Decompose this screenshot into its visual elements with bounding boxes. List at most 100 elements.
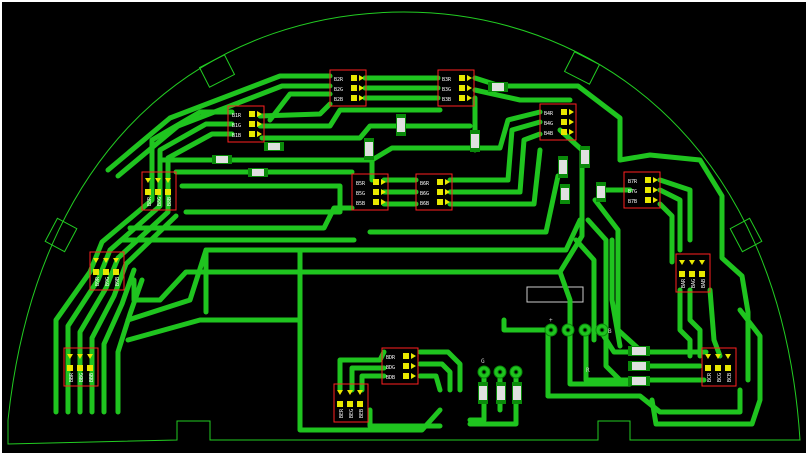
diode-icon xyxy=(467,85,472,91)
led-pad xyxy=(77,365,83,371)
led-outline xyxy=(437,69,475,107)
led-label: BCG xyxy=(717,373,723,382)
diode-icon xyxy=(569,129,574,135)
smd-resistor xyxy=(496,382,506,404)
led-label: B9R xyxy=(95,276,101,286)
led-pad xyxy=(351,85,357,91)
led-label: B3B xyxy=(442,97,451,103)
led-label: B9B xyxy=(115,277,121,286)
led-outline xyxy=(333,383,369,423)
led-label: B5R xyxy=(356,181,366,187)
led-label: BEG xyxy=(349,409,355,418)
led-groups: B1RB1GB1BB2RB2GB2BB3RB3GB3BB4RB4GB4BB5RB… xyxy=(63,69,737,423)
connector-mark-r: R xyxy=(586,367,590,374)
connector-mark-plus: + xyxy=(549,317,553,324)
led-label: B6B xyxy=(420,201,429,207)
led-label: B1R xyxy=(232,113,242,119)
through-hole-pads xyxy=(477,323,609,379)
led-pad xyxy=(645,197,651,203)
smd-resistor xyxy=(396,114,406,136)
led-pad xyxy=(459,95,465,101)
led-pad xyxy=(645,177,651,183)
led-label: B8B xyxy=(167,197,173,206)
led-label: B7G xyxy=(628,189,637,195)
led-pad xyxy=(373,189,379,195)
diode-icon xyxy=(689,260,695,265)
diode-icon xyxy=(653,177,658,183)
led-pad xyxy=(561,129,567,135)
diode-icon xyxy=(357,390,363,395)
led-label: B5G xyxy=(356,191,365,197)
led-outline xyxy=(539,103,577,141)
board-outline xyxy=(7,11,801,445)
led-group: B6R B6G B6B xyxy=(415,173,453,211)
led-label: B6R xyxy=(420,181,430,187)
led-pad xyxy=(67,365,73,371)
diode-icon xyxy=(155,178,161,183)
led-pad xyxy=(725,365,731,371)
led-pad xyxy=(351,95,357,101)
led-label: B4R xyxy=(544,111,554,117)
led-label: B2B xyxy=(334,97,343,103)
diode-icon xyxy=(145,178,151,183)
diode-icon xyxy=(705,354,711,359)
led-label: B2R xyxy=(334,77,344,83)
diode-icon xyxy=(359,95,364,101)
led-pad xyxy=(347,401,353,407)
led-label: BDB xyxy=(386,375,395,381)
led-outline xyxy=(381,347,419,385)
led-label: BBR xyxy=(69,372,75,382)
smd-resistor xyxy=(512,382,522,404)
led-label: BAB xyxy=(701,279,707,288)
diode-icon xyxy=(87,354,93,359)
led-outline xyxy=(415,173,453,211)
diode-icon xyxy=(467,95,472,101)
led-pad xyxy=(459,75,465,81)
diode-icon xyxy=(347,390,353,395)
diode-icon xyxy=(103,258,109,263)
led-pad xyxy=(103,269,109,275)
led-pad xyxy=(437,179,443,185)
diode-icon xyxy=(257,121,262,127)
led-pad xyxy=(689,271,695,277)
led-label: B6G xyxy=(420,191,429,197)
led-label: B4G xyxy=(544,121,553,127)
led-label: B7R xyxy=(628,179,638,185)
led-label: B8R xyxy=(147,196,153,206)
led-pad xyxy=(87,365,93,371)
connector-pad xyxy=(493,365,507,379)
led-pad xyxy=(113,269,119,275)
connector-mark-g: G xyxy=(481,358,485,365)
traces xyxy=(53,73,763,433)
diode-icon xyxy=(67,354,73,359)
diode-icon xyxy=(467,75,472,81)
led-label: B8G xyxy=(157,197,163,206)
led-label: BCR xyxy=(707,372,713,382)
led-label: B7B xyxy=(628,199,637,205)
led-outline xyxy=(675,253,711,293)
smd-resistor xyxy=(488,82,508,92)
led-pad xyxy=(561,109,567,115)
smd-resistor xyxy=(596,182,606,202)
led-pad xyxy=(437,189,443,195)
connector-pad xyxy=(509,365,523,379)
led-pad xyxy=(459,85,465,91)
led-pad xyxy=(249,111,255,117)
smd-resistors xyxy=(212,82,650,404)
led-label: BDR xyxy=(386,355,396,361)
diode-icon xyxy=(653,187,658,193)
diode-icon xyxy=(381,179,386,185)
connector-pad xyxy=(595,323,609,337)
smd-resistor xyxy=(248,168,268,177)
diode-icon xyxy=(725,354,731,359)
diode-icon xyxy=(445,179,450,185)
led-label: B3G xyxy=(442,87,451,93)
